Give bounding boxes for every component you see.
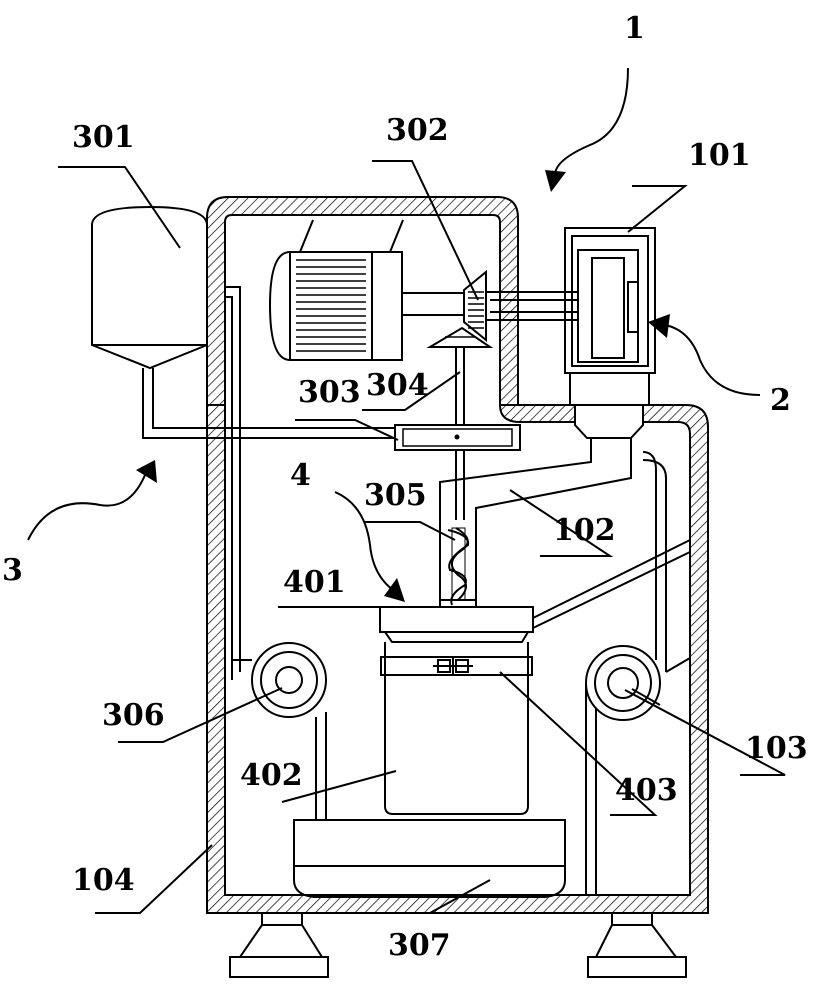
upper-housing: [207, 197, 518, 405]
label-307: 307: [388, 928, 451, 963]
arrow-2: [648, 314, 760, 395]
valve-303: [395, 425, 520, 450]
clamp-403: [381, 657, 532, 675]
tray-307: [294, 820, 565, 897]
label-101: 101: [688, 138, 751, 173]
label-3: 3: [2, 553, 23, 588]
left-pipe-loop: [225, 287, 326, 820]
screw-305: [448, 528, 468, 605]
lid-401: [380, 607, 533, 642]
label-301: 301: [72, 120, 135, 155]
motor: [270, 220, 464, 360]
arrow-3: [28, 460, 157, 540]
label-302: 302: [386, 113, 449, 148]
foot-left: [230, 913, 328, 977]
label-303: 303: [298, 375, 361, 410]
label-304: 304: [366, 368, 429, 403]
label-104: 104: [72, 863, 135, 898]
label-403: 403: [615, 773, 678, 808]
label-2: 2: [770, 383, 791, 418]
label-1: 1: [624, 11, 645, 46]
label-103: 103: [745, 731, 808, 766]
label-102: 102: [553, 513, 616, 548]
label-402: 402: [240, 758, 303, 793]
label-305: 305: [364, 478, 427, 513]
label-4: 4: [290, 458, 311, 493]
arrow-1: [545, 68, 628, 192]
label-401: 401: [283, 565, 346, 600]
crusher-101: [565, 228, 655, 438]
label-306: 306: [102, 698, 165, 733]
bevel-gear-302: [430, 272, 490, 347]
foot-right: [588, 913, 686, 977]
